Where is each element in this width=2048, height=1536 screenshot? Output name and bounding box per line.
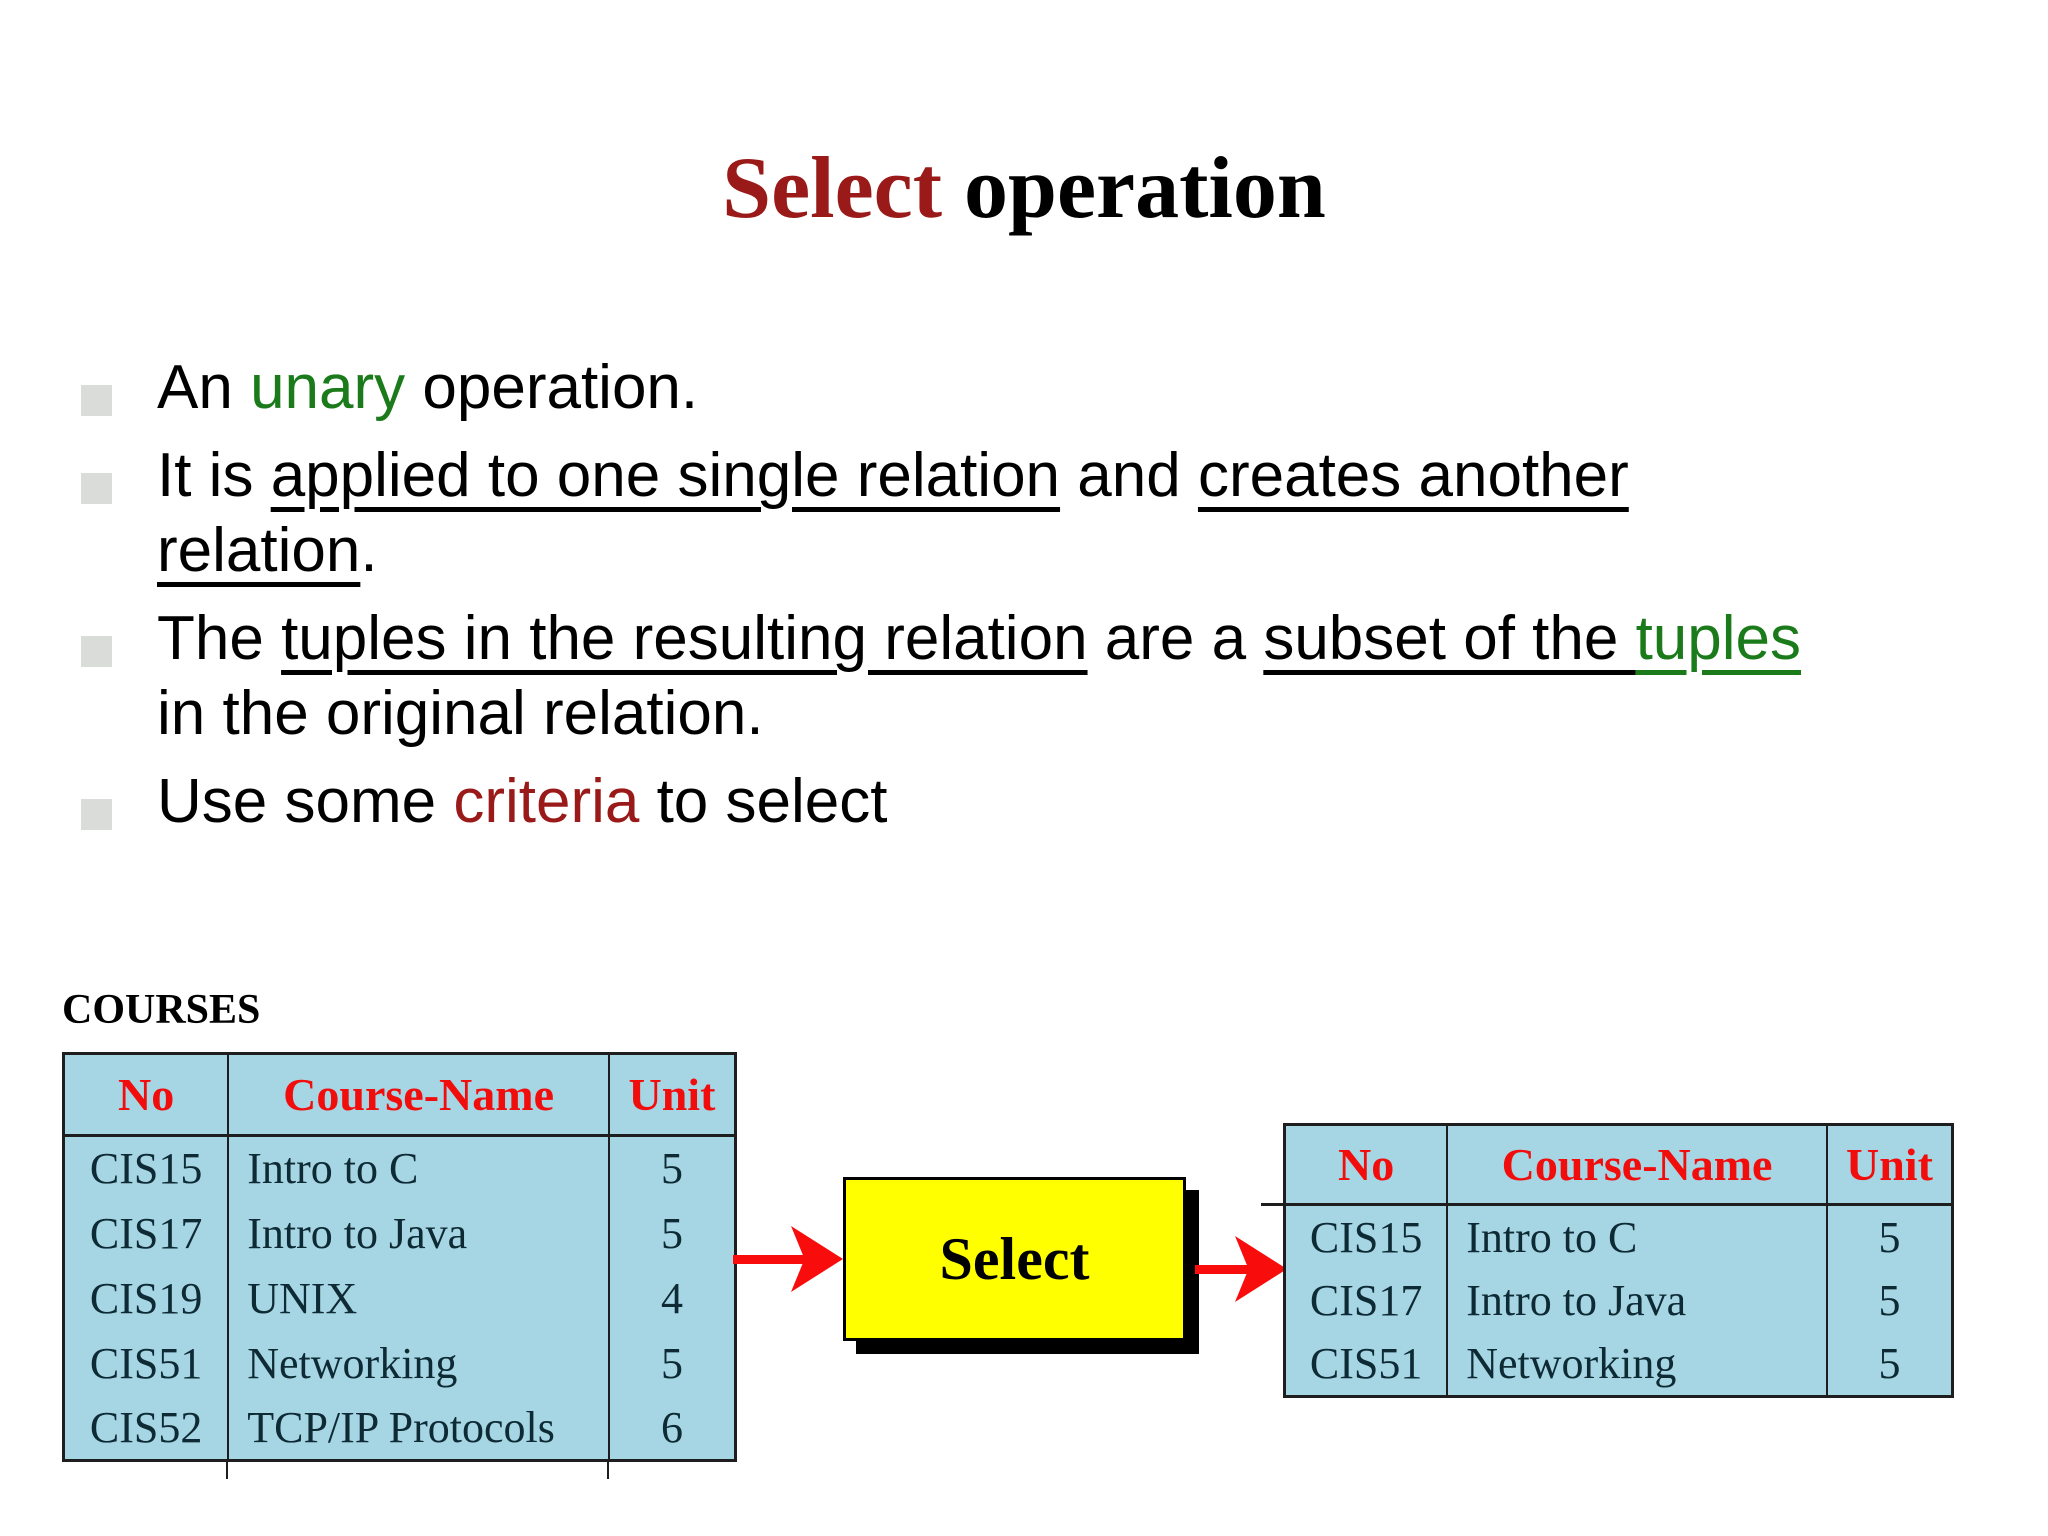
text-segment: unary [250,353,406,422]
bullet-square-icon [81,799,112,830]
arrow-into-select [733,1226,843,1292]
text-segment: . [360,516,378,585]
table-cell: CIS17 [1309,1276,1423,1325]
select-operator-label: Select [939,1225,1090,1292]
table-cell: Intro to Java [227,1200,609,1266]
table-line-artifact [607,1462,609,1479]
bullet-square-icon [81,385,112,416]
header-cell: Course-Name [227,1053,609,1137]
bullet-item: An unary operation. [81,350,2001,425]
bullet-item: Use some criteria to select [81,764,2001,839]
table-cell: CIS51 [1309,1339,1423,1389]
text-segment: An [157,353,251,422]
table-cell: CIS52 [89,1402,203,1452]
text-segment: Select [722,139,965,237]
table-cell: Networking [1446,1332,1827,1397]
table-cell: Networking [227,1330,609,1396]
table-cell: TCP/IP Protocols [227,1395,609,1461]
bullet-item: The tuples in the resulting relation are… [81,601,2001,751]
text-segment: in the original relation. [157,679,764,748]
text-segment: and [1060,441,1198,510]
table-cell: 5 [1825,1204,1953,1269]
text-segment: Use some [157,767,454,836]
table-cell: 5 [607,1330,736,1396]
text-segment: tuples [1635,604,1802,673]
bullet-square-icon [81,473,112,504]
text-segment: relation [157,516,361,585]
table-line-artifact [1261,1203,1285,1206]
header-cell: Unit [1825,1124,1953,1206]
header-cell: No [1284,1124,1448,1206]
header-cell: Unit [607,1053,736,1137]
table-cell: Intro to C [1446,1204,1827,1269]
arrow-shaft [1195,1265,1251,1274]
table-cell: CIS17 [89,1208,203,1258]
table-cell: CIS15 [89,1144,203,1194]
table-cell: 5 [1825,1332,1953,1397]
table-cell: 5 [607,1135,736,1201]
header-cell: Course-Name [1446,1124,1827,1206]
table-cell: 6 [607,1395,736,1461]
table-cell: 4 [607,1265,736,1331]
source-table-title: COURSES [62,987,261,1033]
arrow-shaft [733,1255,805,1264]
text-segment: are a [1087,604,1264,673]
text-segment: The [157,604,282,673]
text-segment: It is [157,441,271,510]
page-title: Select operation [0,139,2048,237]
table-cell: 5 [607,1200,736,1266]
table-cell: 5 [1825,1268,1953,1333]
text-segment: operation [964,139,1326,237]
bullet-list: An unary operation. It is applied to one … [81,350,2001,852]
text-segment: subset of the [1263,604,1636,673]
select-operator-box: Select [843,1177,1186,1341]
table-cell: Intro to C [227,1135,609,1201]
table-cell: CIS51 [89,1338,203,1388]
text-segment: applied to one single relation [270,441,1061,510]
table-cell: Intro to Java [1446,1268,1827,1333]
header-cell: No [63,1053,229,1137]
table-line-artifact [226,1462,228,1479]
bullet-item: It is applied to one single relation and… [81,438,2001,588]
table-cell: CIS15 [1309,1212,1423,1262]
text-segment: criteria [453,767,640,836]
text-segment: tuples in the resulting relation [281,604,1088,673]
text-segment: to select [639,767,888,836]
arrow-out-of-select [1195,1236,1287,1302]
table-cell: UNIX [227,1265,609,1331]
bullet-square-icon [81,636,112,667]
text-segment: creates another [1197,441,1629,510]
table-cell: CIS19 [89,1273,203,1323]
text-segment: operation. [405,353,699,422]
